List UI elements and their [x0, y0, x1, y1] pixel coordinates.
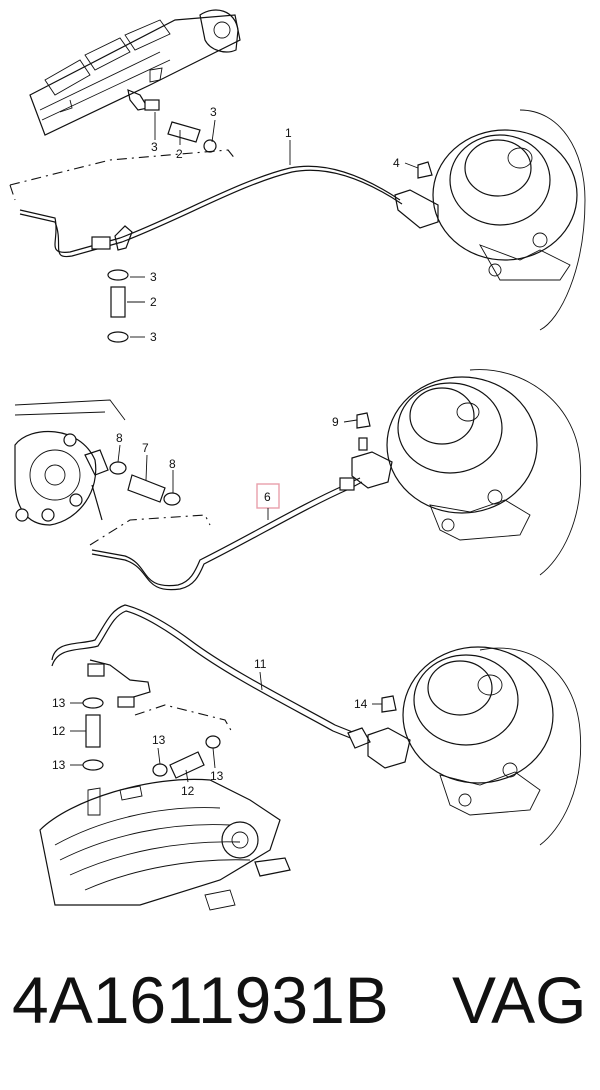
top-section: 1 2 3 3 4 3 2 3	[9, 9, 586, 344]
hose-connector-top	[91, 236, 111, 250]
callout-8-right: 8	[169, 457, 176, 471]
callout-13-c: 13	[152, 733, 166, 747]
hose-piece-12-right	[169, 751, 205, 779]
callout-12-left: 12	[52, 724, 66, 738]
hose-clamp-3-lower-a	[107, 269, 129, 281]
callout-1: 1	[285, 126, 292, 140]
valve-cap-9	[356, 412, 371, 429]
callout-6: 6	[264, 490, 271, 504]
hose-clamp-3-lower-b	[107, 331, 129, 343]
brake-booster-middle	[386, 369, 582, 576]
hose-clamp-13-d	[205, 735, 221, 749]
hose-piece-2-top	[167, 121, 201, 143]
brake-booster-bottom	[402, 646, 582, 846]
callout-4: 4	[393, 156, 400, 170]
part-number: 4A1611931B	[12, 963, 389, 1037]
middle-section: 6 7 8 8 9	[14, 369, 582, 591]
vacuum-hose-1	[19, 165, 401, 253]
callouts-bottom	[70, 671, 382, 783]
callout-3-lower-a: 3	[150, 270, 157, 284]
callout-13-a: 13	[52, 696, 66, 710]
bottom-section: 11 12 12 13 13 13 13 14	[39, 604, 582, 911]
callout-3-lower-b: 3	[150, 330, 157, 344]
check-valve-bottom	[367, 727, 411, 769]
callout-8-left: 8	[116, 431, 123, 445]
callouts-top	[127, 112, 419, 338]
brake-booster-top	[432, 109, 586, 331]
callout-13-b: 13	[52, 758, 66, 772]
valve-cap-4	[417, 161, 433, 179]
callout-12-right: 12	[181, 784, 195, 798]
check-valve-middle	[351, 451, 393, 489]
callout-13-d: 13	[210, 769, 224, 783]
intake-manifold-top	[29, 9, 241, 136]
check-valve-top	[394, 189, 439, 229]
callout-2-lower: 2	[150, 295, 157, 309]
hose-piece-12-left	[85, 714, 101, 748]
callout-11: 11	[254, 657, 267, 671]
hose-clamp-13-b	[82, 759, 104, 771]
routing-frame-top	[9, 149, 237, 186]
callout-9: 9	[332, 415, 339, 429]
hose-clamp-8-left	[109, 461, 127, 475]
vacuum-hose-6	[91, 477, 361, 587]
callout-2-top: 2	[176, 147, 183, 161]
hose-end-bottom	[347, 727, 371, 749]
hose-clamp-13-a	[82, 697, 104, 709]
hose-clamp-top-left	[144, 99, 160, 111]
hose-clamp-8-right	[163, 492, 181, 506]
callout-3-top-b: 3	[210, 105, 217, 119]
footer: 4A1611931B VAG	[0, 955, 600, 1065]
vacuum-hose-diagram: 1 2 3 3 4 3 2 3	[9, 9, 586, 911]
throttle-body-middle	[14, 399, 126, 526]
intake-manifold-bottom	[39, 778, 291, 911]
callout-14: 14	[354, 697, 368, 711]
hose-clamp-13-c	[152, 763, 168, 777]
callout-3-top-a: 3	[151, 140, 158, 154]
callout-7: 7	[142, 441, 149, 455]
routing-frame-bottom	[134, 704, 233, 733]
brand-label: VAG	[452, 963, 587, 1037]
hose-piece-2-lower	[110, 286, 126, 318]
vacuum-hose-11	[51, 604, 361, 736]
callouts-middle	[117, 419, 358, 493]
manifold-connector	[127, 89, 149, 111]
hose-piece-7	[127, 474, 166, 503]
t-piece-top	[114, 225, 133, 251]
hose-connector-bottom	[87, 663, 105, 677]
valve-cap-14	[381, 695, 397, 713]
routing-frame-middle	[89, 514, 211, 546]
hose-clamp-3-top-right	[203, 139, 217, 153]
hose-connector-middle	[339, 477, 355, 491]
